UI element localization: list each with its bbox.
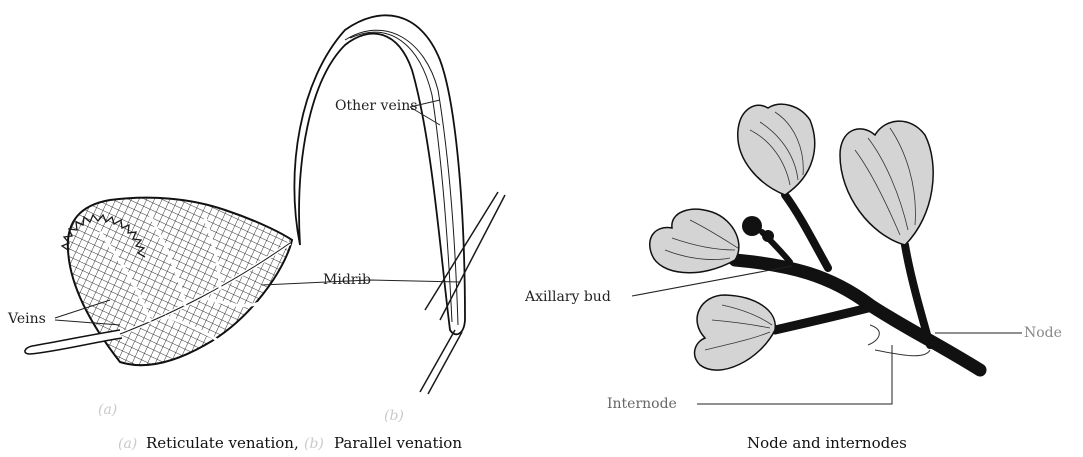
- leaf-top: [738, 104, 815, 195]
- parallel-leaf: [294, 15, 505, 394]
- caption-b-text: Parallel venation: [334, 434, 462, 452]
- midrib-label: Midrib: [323, 272, 371, 288]
- leaf-bottom: [695, 295, 776, 370]
- other-veins-label: Other veins: [335, 98, 417, 114]
- axillary-bud-label: Axillary bud: [524, 289, 611, 305]
- internode-label: Internode: [607, 396, 677, 412]
- caption-b-marker: (b): [304, 436, 324, 452]
- right-caption: Node and internodes: [747, 434, 907, 452]
- sublabel-a: (a): [98, 402, 117, 418]
- caption-a-text: Reticulate venation,: [146, 434, 299, 452]
- leaf-left: [650, 209, 739, 272]
- sublabel-b: (b): [384, 408, 404, 424]
- veins-label: Veins: [7, 311, 46, 327]
- leaf-right: [840, 121, 933, 245]
- plant-stem: [735, 195, 980, 370]
- reticulate-leaf: [25, 198, 292, 365]
- caption-a-marker: (a): [118, 436, 137, 452]
- node-label: Node: [1024, 325, 1062, 341]
